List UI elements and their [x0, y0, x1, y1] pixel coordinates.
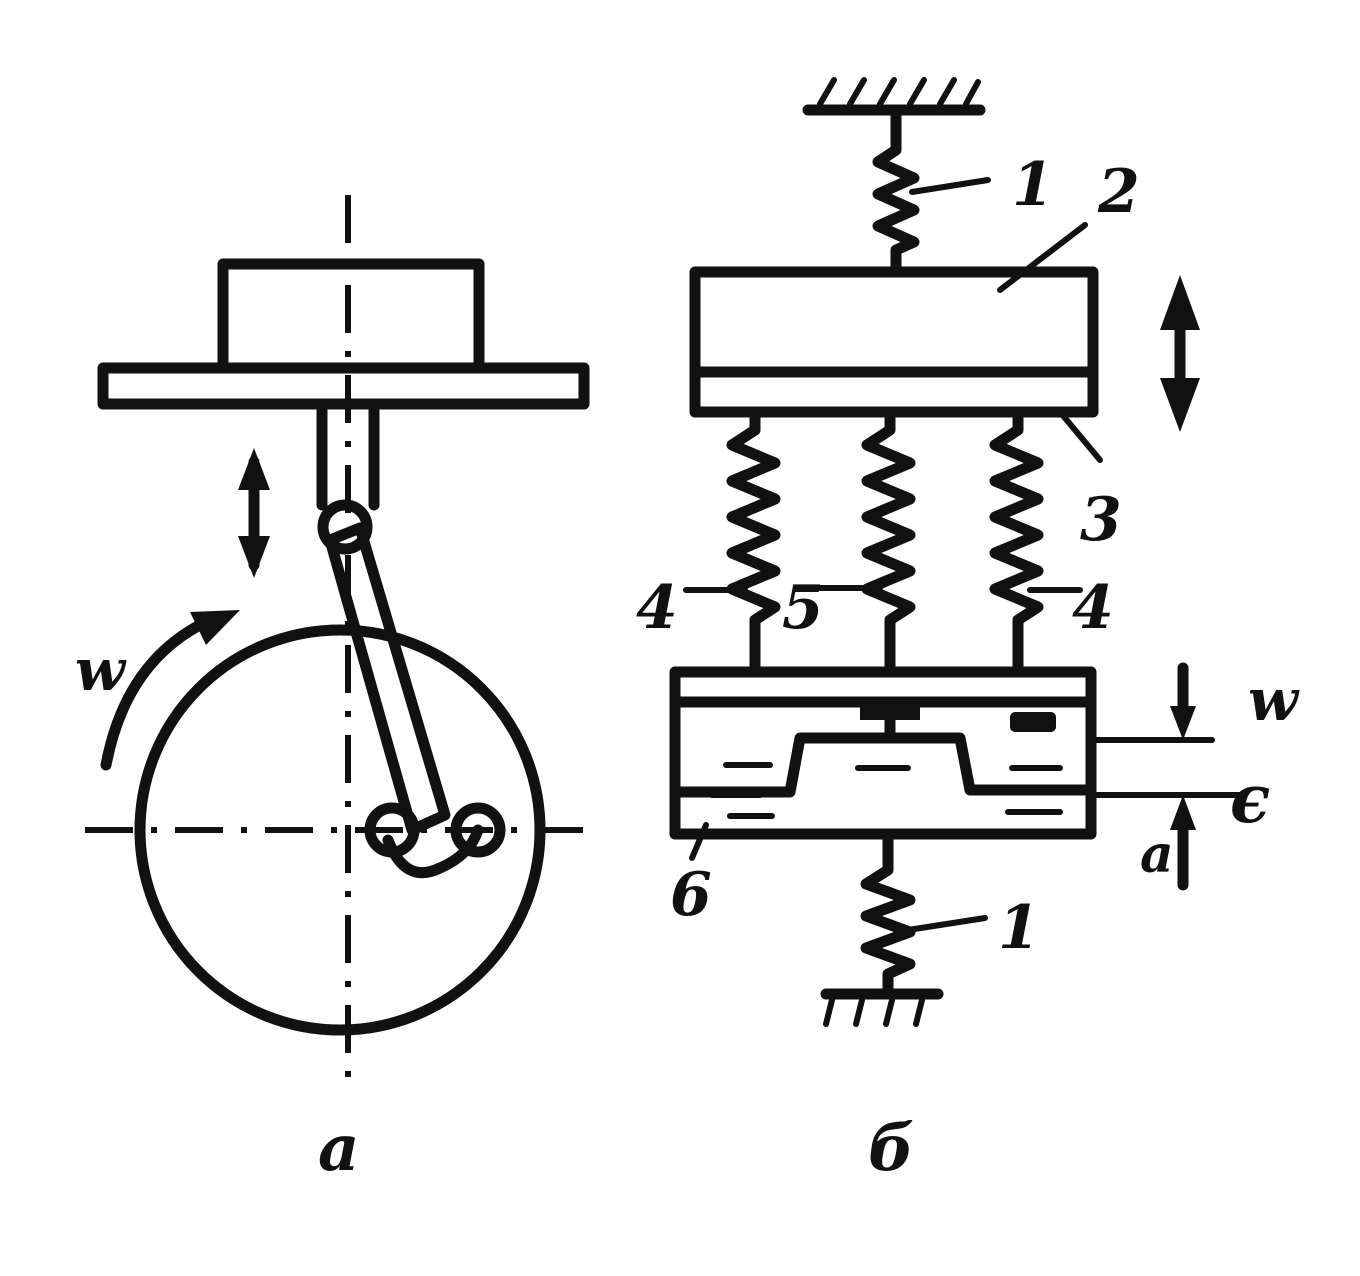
label-spring-top: 1 [1012, 150, 1054, 220]
plate [689, 366, 1099, 418]
crank-slot [382, 824, 484, 878]
callout-line-2 [997, 222, 1088, 293]
vertical-motion-arrow-b [1160, 275, 1200, 432]
spring-center [861, 406, 916, 678]
label-spring-bottom: 1 [998, 893, 1040, 963]
stepped-profile [674, 732, 1091, 798]
label-spring-center: 5 [782, 573, 824, 643]
center-magnet [860, 700, 920, 720]
part-b-vibrating-table: 1 2 3 4 5 4 [636, 77, 1300, 1186]
part-a-crank-mechanism: w а [75, 195, 590, 1186]
right-magnet [1010, 712, 1056, 732]
label-spring-right: 4 [1072, 573, 1114, 643]
spring-top [872, 104, 920, 278]
label-plate: 3 [1080, 485, 1122, 555]
table-block [689, 266, 1099, 378]
vertical-motion-arrow-a [238, 448, 270, 578]
callout-line-3 [1057, 409, 1103, 463]
gap-a-label: a [1140, 824, 1174, 885]
rotation-arrow [100, 610, 240, 771]
gap-dimension [1088, 662, 1243, 891]
connecting-rod [324, 522, 451, 836]
omega-label-a: w [75, 636, 127, 704]
upper-pin-joint [317, 499, 373, 555]
label-spring-left: 4 [636, 573, 678, 643]
label-table: 2 [1097, 157, 1140, 227]
spring-right [989, 406, 1044, 678]
bottom-ground-support [820, 988, 944, 1027]
omega-label-b: w [1248, 666, 1300, 734]
label-base: 6 [670, 860, 712, 930]
epsilon-label: є [1230, 760, 1270, 838]
spring-left [726, 406, 781, 678]
spring-bottom [860, 828, 916, 998]
crank-pin-left [364, 802, 420, 858]
callout-line-6 [689, 822, 709, 861]
part-a-label: а [318, 1111, 359, 1186]
crank-pin-right [450, 802, 506, 858]
crank-wheel [134, 624, 546, 1036]
table-plate [97, 362, 590, 410]
fluid-dashes [709, 762, 1063, 819]
callout-line-1-bottom [905, 915, 988, 933]
part-b-label: б [868, 1111, 914, 1186]
callout-line-1-top [909, 177, 991, 195]
